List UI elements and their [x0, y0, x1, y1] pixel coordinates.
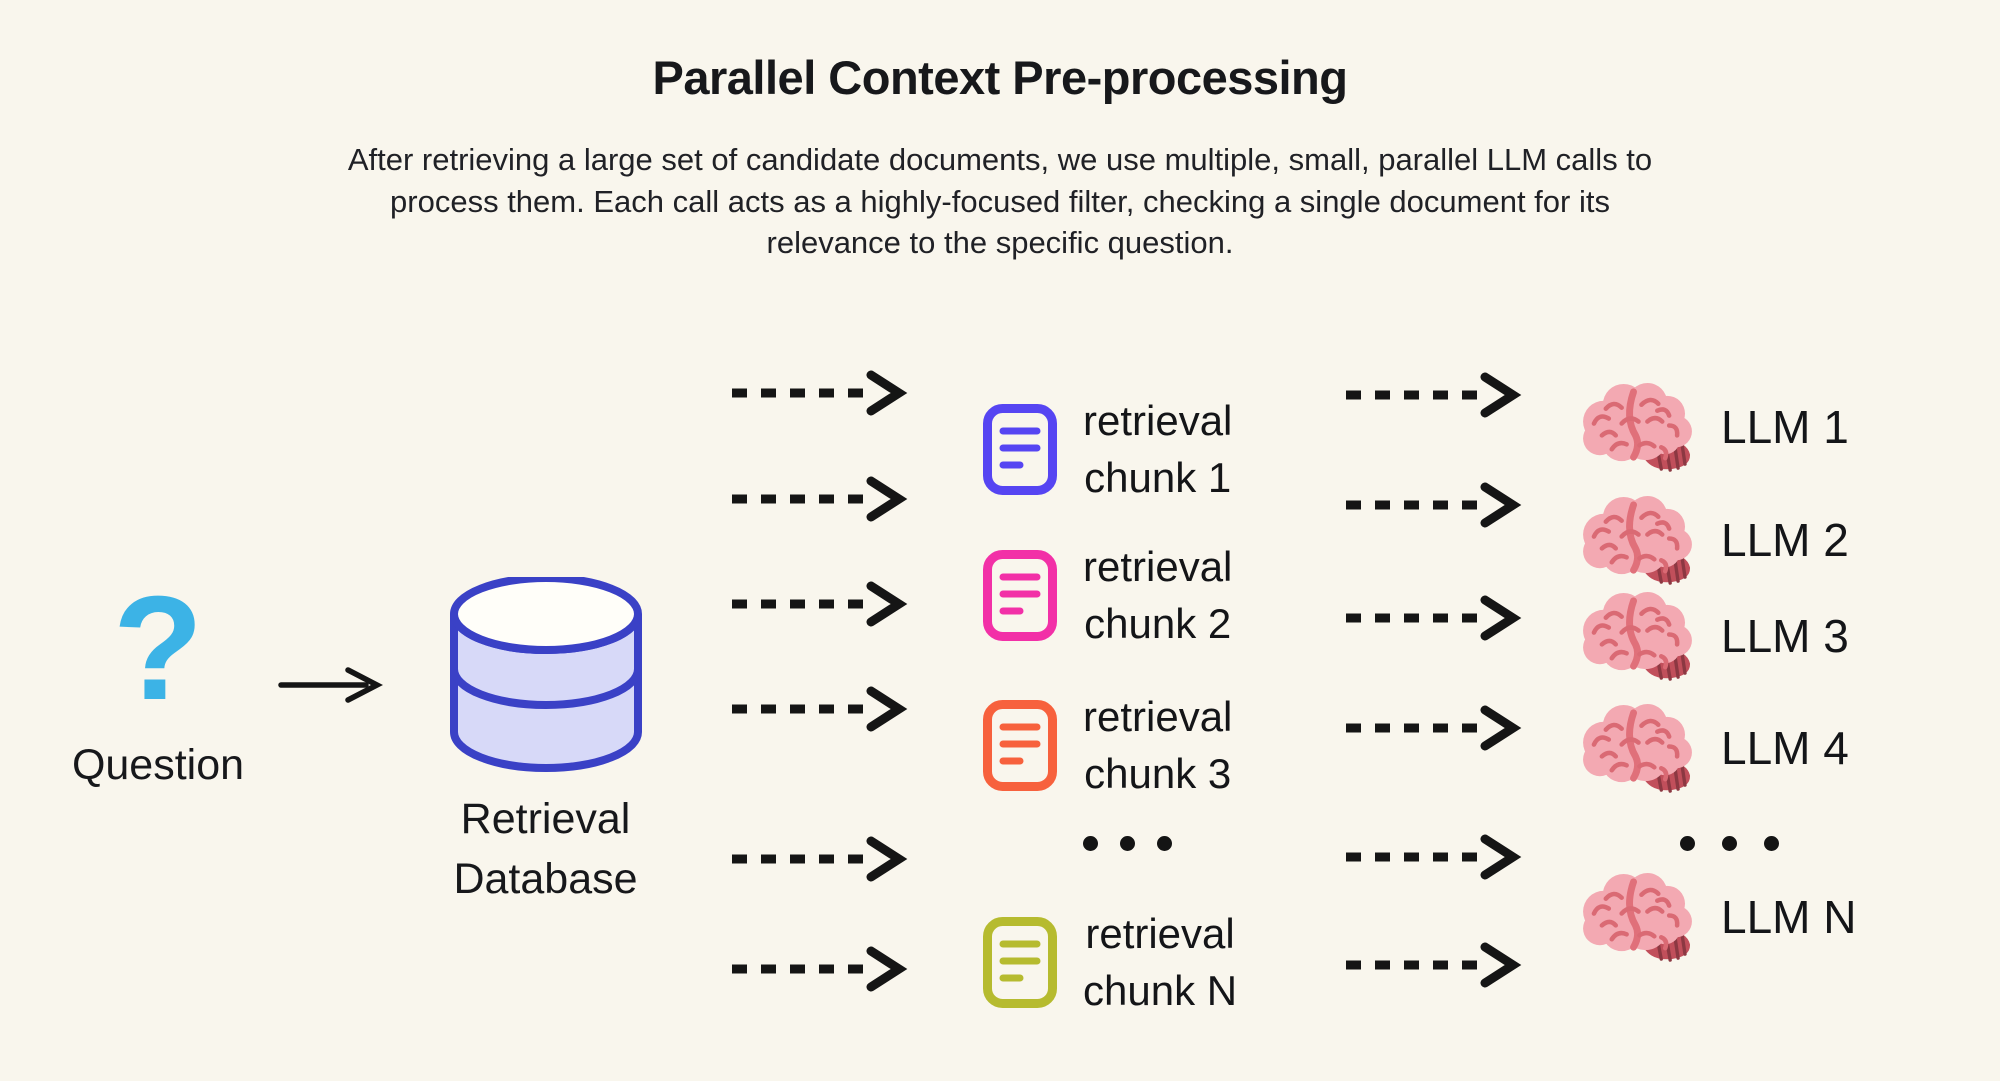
chunk-label: retrieval chunk 2 — [1083, 538, 1232, 652]
dashed-arrow-icon — [1342, 595, 1524, 641]
dashed-arrow-icon — [728, 836, 910, 882]
llm-row: LLM 3 — [1578, 587, 1849, 684]
document-icon — [982, 549, 1058, 642]
subtitle-line: After retrieving a large set of candidat… — [347, 142, 1653, 177]
brain-icon — [1578, 587, 1697, 684]
llm-row: LLM 4 — [1578, 699, 1849, 796]
ellipsis-icon — [1083, 836, 1172, 851]
database-icon — [450, 577, 642, 772]
dashed-arrow-icon — [1342, 942, 1524, 988]
dashed-arrow-icon — [1342, 705, 1524, 751]
chunk-label-line: retrieval — [1083, 543, 1233, 590]
llm-label: LLM 3 — [1721, 609, 1849, 662]
llm-label: LLM 4 — [1721, 721, 1849, 774]
chunk-row: retrieval chunk N — [982, 905, 1237, 1019]
subtitle-line: relevance to the specific question. — [766, 225, 1234, 260]
brain-icon — [1578, 699, 1697, 796]
chunk-label-line: chunk N — [1083, 967, 1238, 1014]
dashed-arrow-icon — [728, 581, 910, 627]
brain-icon — [1578, 491, 1697, 588]
document-icon — [982, 916, 1058, 1009]
chunk-label-line: retrieval — [1083, 693, 1233, 740]
llm-row: LLM N — [1578, 868, 1856, 965]
dashed-arrow-icon — [728, 946, 910, 992]
question-mark-icon: ? — [112, 566, 204, 731]
database-label-line: Retrieval — [460, 795, 631, 843]
llm-row: LLM 1 — [1578, 378, 1849, 475]
chunk-row: retrieval chunk 3 — [982, 688, 1232, 802]
ellipsis-icon — [1680, 836, 1779, 851]
chunk-label: retrieval chunk 3 — [1083, 688, 1232, 802]
llm-label: LLM 1 — [1721, 400, 1849, 453]
chunk-row: retrieval chunk 2 — [982, 538, 1232, 652]
document-icon — [982, 403, 1058, 496]
chunk-label-line: chunk 3 — [1084, 750, 1232, 797]
chunk-label: retrieval chunk 1 — [1083, 392, 1232, 506]
dashed-arrow-icon — [728, 686, 910, 732]
dashed-arrow-icon — [1342, 834, 1524, 880]
brain-icon — [1578, 868, 1697, 965]
brain-icon — [1578, 378, 1697, 475]
dashed-arrow-icon — [728, 370, 910, 416]
database-label: Retrieval Database — [423, 789, 668, 909]
page-title: Parallel Context Pre-processing — [652, 51, 1348, 104]
question-label: Question — [71, 741, 245, 789]
llm-label: LLM 2 — [1721, 513, 1849, 566]
dashed-arrow-icon — [728, 476, 910, 522]
dashed-arrow-icon — [1342, 482, 1524, 528]
llm-row: LLM 2 — [1578, 491, 1849, 588]
chunk-label-line: retrieval — [1085, 910, 1235, 957]
diagram-subtitle: After retrieving a large set of candidat… — [0, 139, 2000, 264]
database-label-line: Database — [453, 855, 638, 903]
chunk-row: retrieval chunk 1 — [982, 392, 1232, 506]
chunk-label: retrieval chunk N — [1083, 905, 1237, 1019]
subtitle-line: process them. Each call acts as a highly… — [390, 183, 1610, 219]
chunk-label-line: chunk 1 — [1084, 454, 1232, 501]
chunk-label-line: chunk 2 — [1084, 600, 1232, 647]
arrow-right-icon — [278, 667, 383, 703]
dashed-arrow-icon — [1342, 372, 1524, 418]
llm-label: LLM N — [1721, 890, 1857, 943]
document-icon — [982, 699, 1058, 792]
chunk-label-line: retrieval — [1083, 397, 1233, 444]
